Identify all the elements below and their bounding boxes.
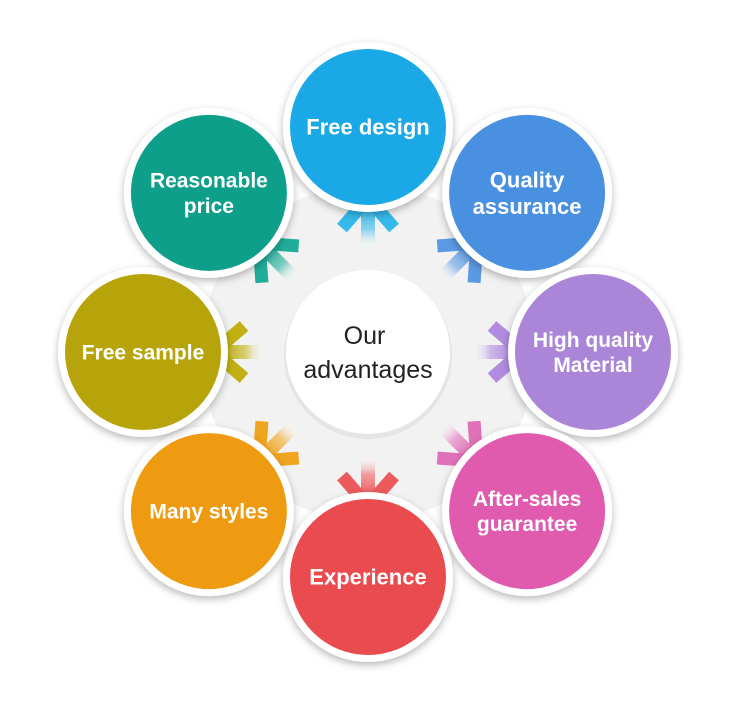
center-label-line-1: Our [344,322,386,350]
node-label-line: High quality [533,329,653,352]
node-free-design: Free design [283,42,453,212]
node-label-line: Quality [490,167,565,192]
node-circle [515,274,671,430]
node-label-line: Free sample [82,341,205,364]
arrow-shaft [261,420,300,459]
node-label: Many styles [149,500,268,523]
node-label-line: After-sales [473,488,582,511]
node-label-line: Material [553,354,632,377]
node-experience: Experience [283,492,453,662]
node-circle [130,114,287,271]
node-label-line: assurance [473,194,582,219]
center-label-line-2: advantages [303,356,432,384]
arrow-shaft [436,420,475,459]
node-label-line: guarantee [477,513,577,536]
node-circle [449,433,606,590]
node-label-line: Many styles [149,500,268,523]
node-circle [130,433,287,590]
arrow-shaft [472,345,512,359]
center-circle [286,270,450,434]
center-label: Our advantages [303,322,432,384]
arrow-group [204,188,532,516]
node-label: Free sample [82,341,205,364]
node-label: Free design [306,115,429,140]
node-circle [449,114,606,271]
node-circle [290,499,446,655]
node-label-line: price [184,195,234,218]
node-many-styles: Many styles [123,426,294,597]
node-circle [290,49,446,205]
node-label-line: Experience [309,565,426,590]
node-circle [65,274,221,430]
node-label-line: Reasonable [150,170,268,193]
arrow-shaft [436,245,475,284]
node-free-sample: Free sample [58,267,228,437]
arrow-shaft [224,345,264,359]
arrow-shaft [361,208,375,248]
node-label-line: Free design [306,115,429,140]
arrow-shaft [261,245,300,284]
arrow-shaft [361,456,375,496]
node-label: Experience [309,565,426,590]
